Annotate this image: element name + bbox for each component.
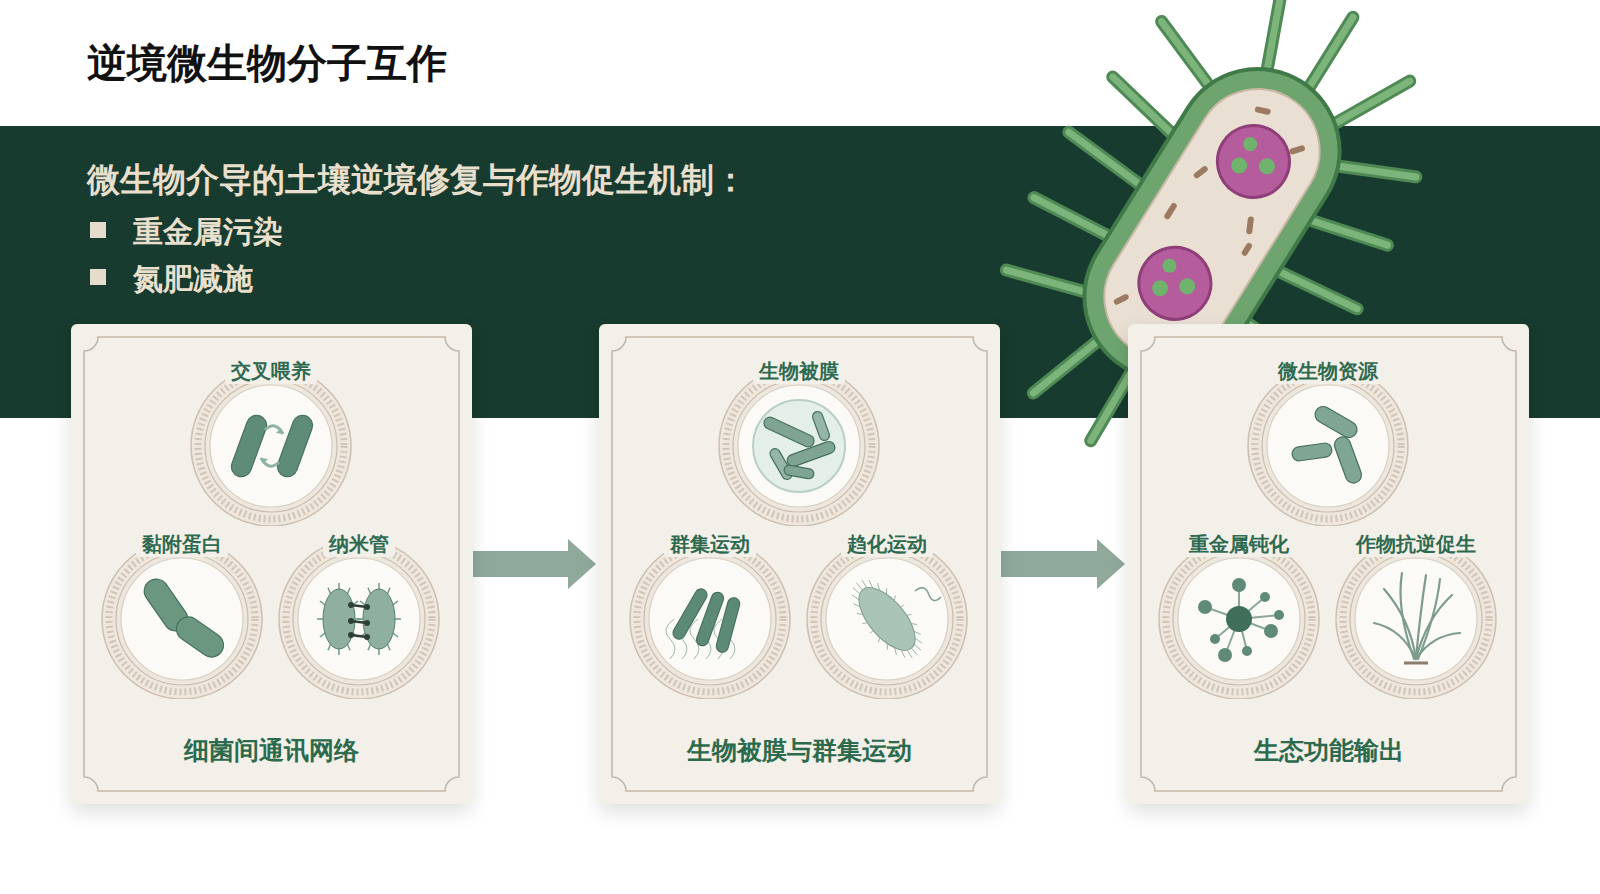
circle-label: 群集运动: [664, 531, 756, 557]
icon: [666, 587, 741, 659]
stage-card: 生物被膜群集运动 趋化运动生物被膜与群集运动: [599, 324, 1000, 804]
circle-label: 交叉喂养: [225, 358, 317, 384]
card-frame: [71, 324, 472, 804]
frame-line: [84, 337, 459, 791]
icon: [753, 400, 845, 492]
icon: [1374, 573, 1460, 663]
icon: [317, 583, 401, 655]
circle-label: 微生物资源: [1272, 358, 1384, 384]
bullet-text: 重金属污染: [133, 212, 283, 253]
card-title: 生态功能输出: [1128, 728, 1529, 772]
card-title: 细菌间通讯网络: [71, 728, 472, 772]
icon: [849, 578, 941, 659]
circle-label: 纳米管: [323, 531, 395, 557]
subtitle: 微生物介导的土壤逆境修复与作物促生机制：: [87, 158, 747, 203]
mechanism-circle: 重金属钝化: [1151, 531, 1327, 699]
mechanism-circle: 生物被膜: [711, 358, 887, 526]
card-title: 生物被膜与群集运动: [599, 728, 1000, 772]
stage-card: 交叉喂养黏附蛋白 纳米管细菌间通讯网络: [71, 324, 472, 804]
icon: [229, 413, 316, 480]
stage-card: 微生物资源重金属钝化 作物抗逆促生生态功能输出: [1128, 324, 1529, 804]
flow-arrow: [473, 539, 596, 589]
icon: [1198, 578, 1284, 662]
mechanism-circle: 黏附蛋白: [94, 531, 270, 699]
icon: [1291, 404, 1364, 486]
bullet-square: [90, 269, 106, 285]
mechanism-circle: 趋化运动: [799, 531, 975, 699]
bullet-square: [90, 222, 106, 238]
circle-label: 黏附蛋白: [136, 531, 228, 557]
bullet-text: 氮肥减施: [133, 259, 253, 300]
dark-band: [0, 126, 1600, 418]
circle-label: 重金属钝化: [1183, 531, 1295, 557]
icon: [140, 574, 229, 661]
mechanism-circle: 交叉喂养: [183, 358, 359, 526]
circle-label: 作物抗逆促生: [1350, 531, 1482, 557]
mechanism-circle: 作物抗逆促生: [1328, 531, 1504, 699]
card-frame: [1128, 324, 1529, 804]
frame-line: [1141, 337, 1516, 791]
frame-line: [612, 337, 987, 791]
mechanism-circle: 微生物资源: [1240, 358, 1416, 526]
page-title: 逆境微生物分子互作: [87, 36, 447, 91]
flow-arrow: [1001, 539, 1125, 589]
mechanism-circle: 纳米管: [271, 531, 447, 699]
circle-label: 生物被膜: [753, 358, 845, 384]
card-frame: [599, 324, 1000, 804]
mechanism-circle: 群集运动: [622, 531, 798, 699]
circle-label: 趋化运动: [841, 531, 933, 557]
